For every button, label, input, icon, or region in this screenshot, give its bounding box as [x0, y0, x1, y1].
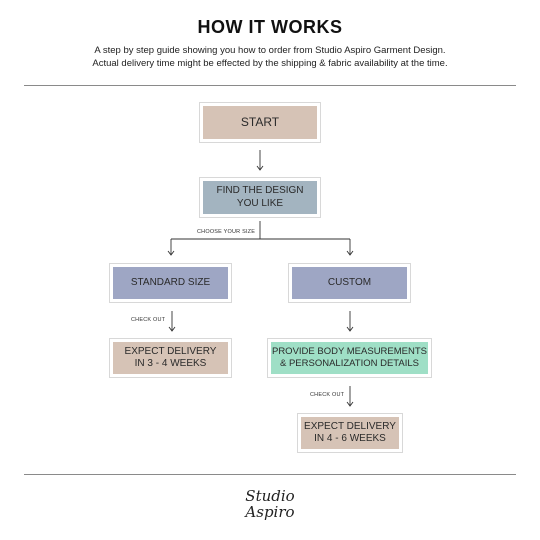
logo-line-2: Aspiro: [245, 503, 295, 521]
custom-label: CUSTOM: [327, 276, 372, 288]
arrow-head-standard-delivery: [168, 326, 176, 332]
body-measurements-line-1: PROVIDE BODY MEASUREMENTS: [271, 346, 428, 358]
expect-delivery-custom-node: EXPECT DELIVERY IN 4 - 6 WEEKS: [297, 413, 403, 453]
check-out-label-custom: CHECK OUT: [310, 392, 345, 398]
top-divider: [24, 85, 516, 86]
find-design-node: FIND THE DESIGN YOU LIKE: [199, 177, 321, 218]
expect-delivery-custom-line-1: EXPECT DELIVERY: [304, 420, 396, 432]
choose-size-label: CHOOSE YOUR SIZE: [197, 229, 256, 235]
start-node: START: [199, 102, 321, 143]
arrow-head-find: [256, 165, 264, 171]
find-design-label-line-1: FIND THE DESIGN: [216, 185, 304, 196]
expect-delivery-custom-line-2: IN 4 - 6 WEEKS: [314, 433, 386, 444]
custom-node: CUSTOM: [288, 263, 411, 303]
page-subtitle-line-2: Actual delivery time might be effected b…: [92, 58, 448, 69]
expect-delivery-standard-line-1: EXPECT DELIVERY: [124, 345, 217, 357]
expect-delivery-standard-line-2: IN 3 - 4 WEEKS: [134, 358, 207, 369]
expect-delivery-standard-node: EXPECT DELIVERY IN 3 - 4 WEEKS: [109, 338, 232, 378]
standard-size-node: STANDARD SIZE: [109, 263, 232, 303]
check-out-label-standard: CHECK OUT: [131, 317, 166, 323]
logo-line-1: Studio: [245, 487, 295, 505]
body-measurements-line-2: & PERSONALIZATION DETAILS: [279, 358, 419, 369]
studio-aspiro-logo: Studio Aspiro: [0, 488, 540, 520]
body-measurements-node: PROVIDE BODY MEASUREMENTS & PERSONALIZAT…: [267, 338, 432, 378]
start-node-label: START: [240, 115, 280, 129]
arrow-head-custom-delivery: [346, 401, 354, 407]
standard-size-label: STANDARD SIZE: [130, 276, 211, 288]
arrow-head-measurements: [346, 326, 354, 332]
page-title: HOW IT WORKS: [197, 17, 343, 37]
page-subtitle-line-1: A step by step guide showing you how to …: [94, 45, 446, 56]
find-design-label-line-2: YOU LIKE: [236, 197, 284, 209]
arrow-head-custom: [346, 250, 354, 256]
arrow-head-standard: [167, 250, 175, 256]
bottom-divider: [24, 474, 516, 475]
